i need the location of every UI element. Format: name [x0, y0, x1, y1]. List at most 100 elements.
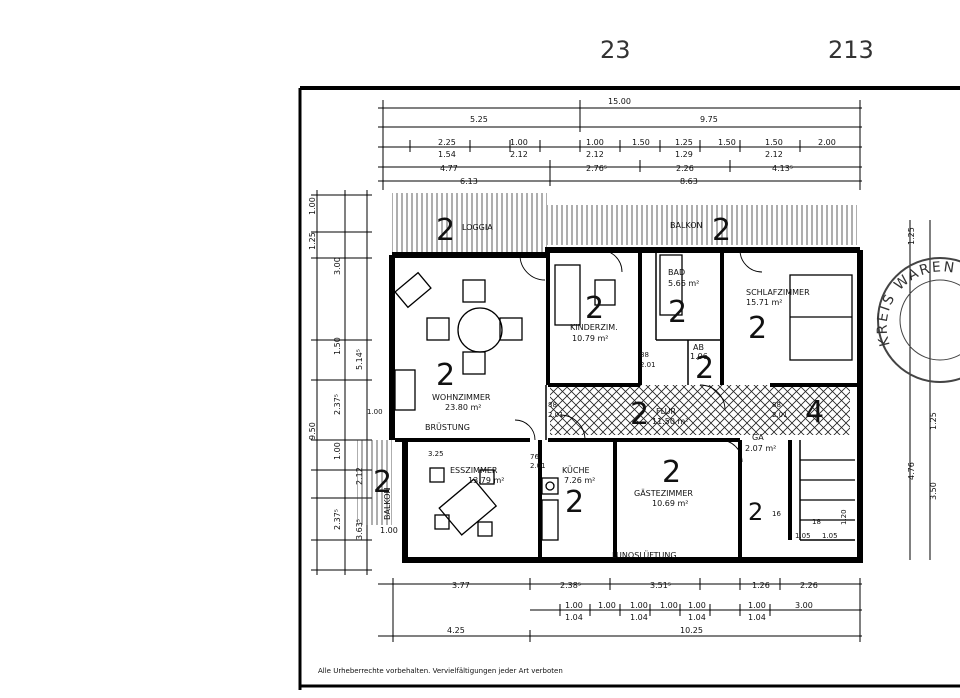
dim-bottom2-sub-2: 1.04 — [688, 613, 706, 622]
header-mark-right: 213 — [828, 36, 874, 64]
wc-area: 1.06 — [690, 352, 708, 361]
balkon-left-floor — [357, 440, 392, 525]
schlafzimmer-area: 15.71 m² — [746, 298, 782, 307]
dim-bottom2-2: 1.00 — [630, 601, 648, 610]
wc-number: 2 — [695, 351, 714, 386]
dim-int-14: 1.20 — [840, 509, 848, 525]
dim-top-row3-6: 1.50 — [632, 138, 650, 147]
esszimmer-label: ESSZIMMER — [450, 466, 498, 475]
dim-bottom2-5: 1.00 — [748, 601, 766, 610]
bad-label: BAD — [668, 268, 685, 277]
kueche-area: 7.26 m² — [564, 476, 595, 485]
dim-right-3: 3.50 — [929, 482, 938, 500]
dim-int-0: 88 — [548, 401, 557, 409]
bad-area: 5.66 m² — [668, 279, 699, 288]
dim-bottom2-1: 1.00 — [598, 601, 616, 610]
dim-left-3: 1.50 — [333, 337, 342, 355]
stair-number: 4 — [805, 395, 824, 430]
dim-int-13: 1.05 — [822, 532, 838, 540]
dim-right-1: 1.25 — [929, 412, 938, 430]
dim-top-row3-5: 2.12 — [586, 150, 604, 159]
stair-number-2: 2 — [748, 498, 763, 526]
dim-top-row3-9: 1.50 — [718, 138, 736, 147]
esszimmer-area: 13.79 m² — [468, 476, 504, 485]
wohnzimmer-label: WOHNZIMMER — [432, 393, 491, 402]
dim-left-6: 1.00 — [333, 442, 342, 460]
dim-top-right: 9.75 — [700, 115, 718, 124]
lunosluftung-label: LUNOSLÜFTUNG — [612, 550, 677, 560]
dim-top-row4-3: 4.13⁵ — [772, 164, 793, 173]
schlafzimmer-label: SCHLAFZIMMER — [746, 288, 810, 297]
flur-floor — [550, 385, 850, 435]
balkon-top-label: BALKON — [670, 221, 703, 230]
stamp-text: KREIS WAREN — [875, 259, 956, 348]
dim-top-row3-11: 2.12 — [765, 150, 783, 159]
dim-int-3: 2.01 — [640, 361, 656, 369]
dim-bottom-0: 3.77 — [452, 581, 470, 590]
dim-left-total: 9.50 — [308, 422, 317, 440]
dim-top-row3-2: 1.00 — [510, 138, 528, 147]
gaestezimmer-number: 2 — [662, 455, 681, 490]
dim-bottom-2: 3.51⁵ — [650, 581, 671, 590]
kinderzimmer-area: 10.79 m² — [572, 334, 608, 343]
esszimmer-number: 2 — [373, 465, 392, 500]
dim-top-row3-0: 2.25 — [438, 138, 456, 147]
dim-left-2: 3.00 — [333, 257, 342, 275]
dim-left-0: 1.00 — [308, 197, 317, 215]
dim-left-1: 1.25 — [308, 232, 317, 250]
wohnzimmer-area: 23.80 m² — [445, 403, 481, 412]
dim-top-row4-0: 4.77 — [440, 164, 458, 173]
dim-int-6: 88 — [772, 401, 781, 409]
dim-left-8: 3.63⁵ — [355, 519, 364, 540]
dim-bottom2-sub-1: 1.04 — [630, 613, 648, 622]
ga-label: GA — [752, 433, 764, 442]
loggia-label: LOGGIA — [462, 223, 493, 232]
dim-bottom-1: 2.38⁵ — [560, 581, 581, 590]
dim-top-row3-1: 1.54 — [438, 150, 456, 159]
dim-bottom2-0: 1.00 — [565, 601, 583, 610]
kueche-number: 2 — [565, 485, 584, 520]
dim-left-5: 2.37⁵ — [333, 394, 342, 415]
dim-int-8: 1.00 — [367, 408, 383, 416]
authority-stamp: KREIS WAREN — [875, 257, 960, 383]
dim-left-4: 5.14⁵ — [355, 349, 364, 370]
dim-top-row3-10: 1.50 — [765, 138, 783, 147]
dim-top-total: 15.00 — [608, 97, 631, 106]
dim-int-11: 18 — [812, 518, 821, 526]
dim-bottom-total-right: 10.25 — [680, 626, 703, 635]
dim-int-10: 16 — [772, 510, 781, 518]
flur-area: 11.50 m² — [652, 417, 688, 426]
dim-top-row5-1: 8.63 — [680, 177, 698, 186]
dim-int-12: 1.05 — [795, 532, 811, 540]
brustung-label: BRÜSTUNG — [425, 422, 470, 432]
header-mark-left: 23 — [600, 36, 631, 64]
schlafzimmer-number: 2 — [748, 311, 767, 346]
kinderzimmer-number: 2 — [585, 291, 604, 326]
dim-top-row3-8: 1.29 — [675, 150, 693, 159]
dim-bottom2-6: 3.00 — [795, 601, 813, 610]
dim-top-left: 5.25 — [470, 115, 488, 124]
dim-int-9: 3.25 — [428, 450, 444, 458]
dim-int-1: 2.01 — [548, 411, 564, 419]
flur-number: 2 — [630, 397, 649, 432]
dim-bottom2-sub-3: 1.04 — [748, 613, 766, 622]
dim-bottom2-3: 1.00 — [660, 601, 678, 610]
ga-area: 2.07 m² — [745, 444, 776, 453]
dim-bottom2-4: 1.00 — [688, 601, 706, 610]
dim-bottom-total-left: 4.25 — [447, 626, 465, 635]
dim-left-9: 2.37⁵ — [333, 509, 342, 530]
dim-right-2: 4.76 — [907, 462, 916, 480]
kinderzimmer-label: KINDERZIM. — [570, 323, 618, 332]
balkon-top-number: 2 — [712, 213, 731, 248]
copyright-note: Alle Urheberrechte vorbehalten. Vervielf… — [318, 667, 563, 675]
dim-top-row3-4: 1.00 — [586, 138, 604, 147]
dim-top-row3-3: 2.12 — [510, 150, 528, 159]
loggia-floor — [392, 193, 547, 253]
dim-top-row4-1: 2.76⁵ — [586, 164, 607, 173]
dim-int-5: 2.01 — [530, 462, 546, 470]
dim-left-10: 1.00 — [380, 526, 398, 535]
kueche-label: KÜCHE — [562, 465, 590, 475]
dim-top-row3-7: 1.25 — [675, 138, 693, 147]
dim-top-row5-0: 6.13 — [460, 177, 478, 186]
wohnzimmer-number: 2 — [436, 358, 455, 393]
